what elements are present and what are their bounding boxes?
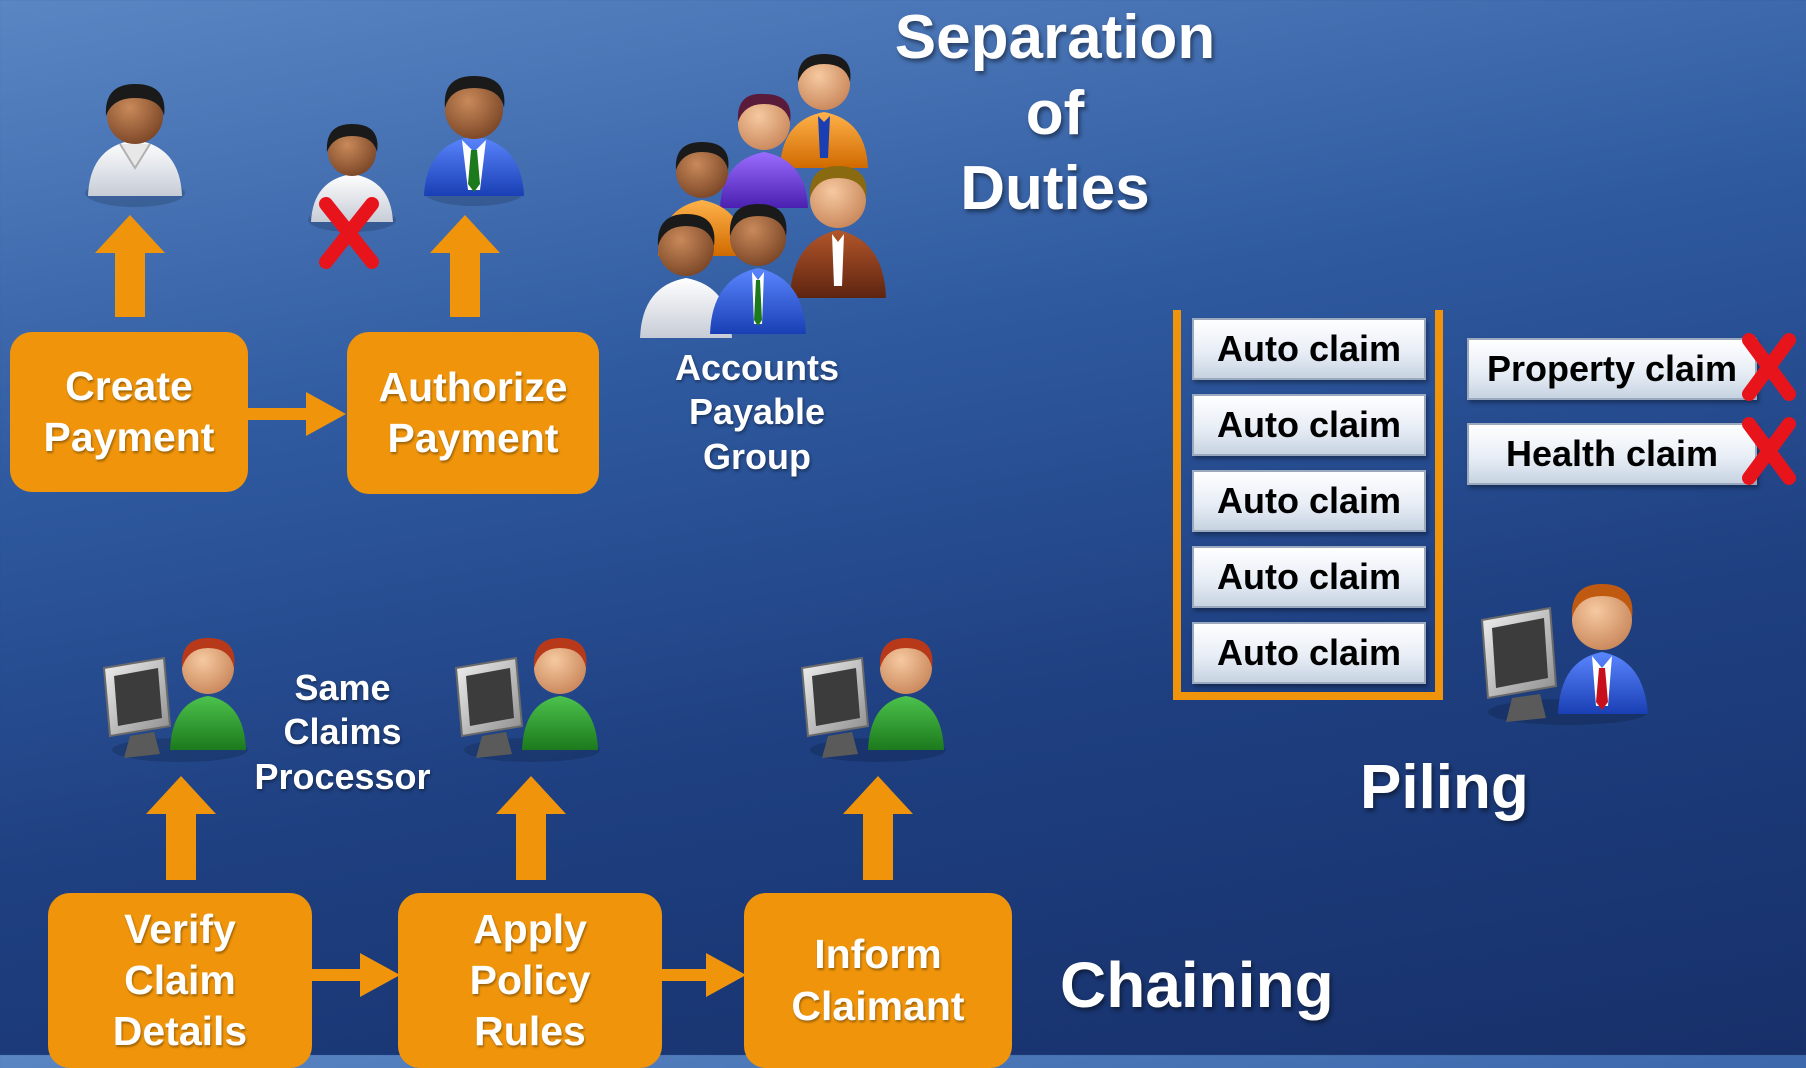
auto-claim-card: Auto claim (1192, 470, 1426, 532)
up-arrow-icon (843, 776, 913, 880)
person-icon (85, 84, 185, 207)
up-arrow-icon (496, 776, 566, 880)
piling-title: Piling (1360, 753, 1529, 822)
people-group-icon (640, 54, 886, 338)
property-claim-card: Property claim (1467, 338, 1757, 400)
apply-policy-rules-box: Apply Policy Rules (398, 893, 662, 1068)
computer-user-icon (102, 638, 248, 762)
computer-user-icon (1480, 584, 1648, 725)
inform-claimant-box: Inform Claimant (744, 893, 1012, 1068)
up-arrow-icon (430, 215, 500, 317)
accounts-payable-group-label: Accounts Payable Group (674, 347, 840, 477)
chaining-title: Chaining (1060, 949, 1334, 1021)
same-claims-processor-label: Same Claims Processor (254, 667, 431, 797)
auto-claim-card: Auto claim (1192, 622, 1426, 684)
reject-x-icon (1742, 417, 1796, 485)
health-claim-card: Health claim (1467, 423, 1757, 485)
separation-of-duties-title: Separation of Duties (894, 3, 1216, 224)
verify-claim-details-box: Verify Claim Details (48, 893, 312, 1068)
person-icon (424, 76, 524, 206)
computer-user-icon (454, 638, 600, 762)
create-payment-box: Create Payment (10, 332, 248, 492)
auto-claim-card: Auto claim (1192, 546, 1426, 608)
auto-claim-card: Auto claim (1192, 318, 1426, 380)
reject-x-icon (1742, 333, 1796, 401)
authorize-payment-box: Authorize Payment (347, 332, 599, 494)
up-arrow-icon (95, 215, 165, 317)
right-arrow-icon (312, 953, 400, 997)
auto-claim-card: Auto claim (1192, 394, 1426, 456)
claim-stack-bracket (1173, 310, 1443, 700)
computer-user-icon (800, 638, 946, 762)
right-arrow-icon (248, 392, 346, 436)
reject-x-icon (319, 197, 379, 269)
right-arrow-icon (662, 953, 746, 997)
up-arrow-icon (146, 776, 216, 880)
